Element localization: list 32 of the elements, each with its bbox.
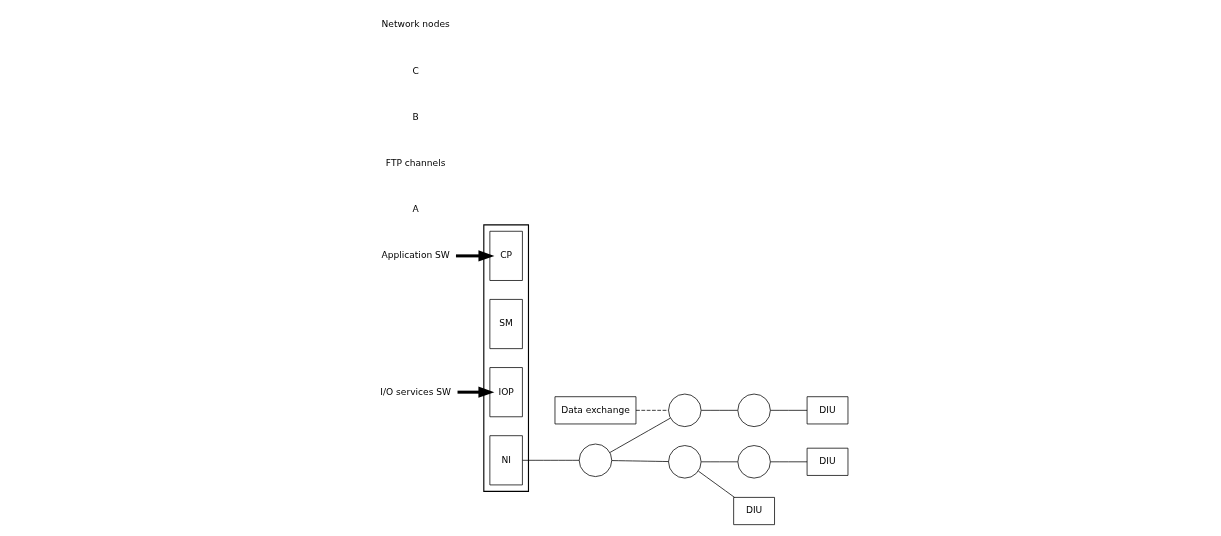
connector <box>611 460 669 462</box>
node-box: DIU <box>806 396 848 425</box>
node-box: CP <box>489 230 523 281</box>
connector <box>769 461 807 463</box>
node-circle <box>578 443 612 477</box>
label: Network nodes <box>381 19 450 30</box>
node-circle <box>736 393 771 427</box>
node-text: I/O services SW <box>379 386 451 397</box>
connector <box>769 409 807 411</box>
connector <box>697 470 735 498</box>
connector <box>700 461 738 463</box>
node-box: IOP <box>489 367 523 418</box>
cluster <box>482 224 529 492</box>
node-circle <box>736 445 771 479</box>
label: A <box>412 204 419 215</box>
node-box: Data exchange <box>554 396 636 425</box>
label: C <box>412 65 419 76</box>
connector <box>700 409 738 411</box>
node-box: DIU <box>732 497 775 526</box>
label: B <box>412 111 419 122</box>
connector <box>609 417 671 453</box>
label: FTP channels <box>385 157 445 168</box>
connector <box>521 459 580 461</box>
connector <box>635 409 669 411</box>
arrow <box>455 250 494 262</box>
node-text: Application SW <box>380 250 450 261</box>
node-box: DIU <box>806 447 848 476</box>
node-box: NI <box>489 435 523 486</box>
arrow <box>457 386 494 398</box>
node-circle <box>667 393 701 427</box>
node-circle <box>667 445 701 479</box>
node-box: SM <box>489 299 523 349</box>
